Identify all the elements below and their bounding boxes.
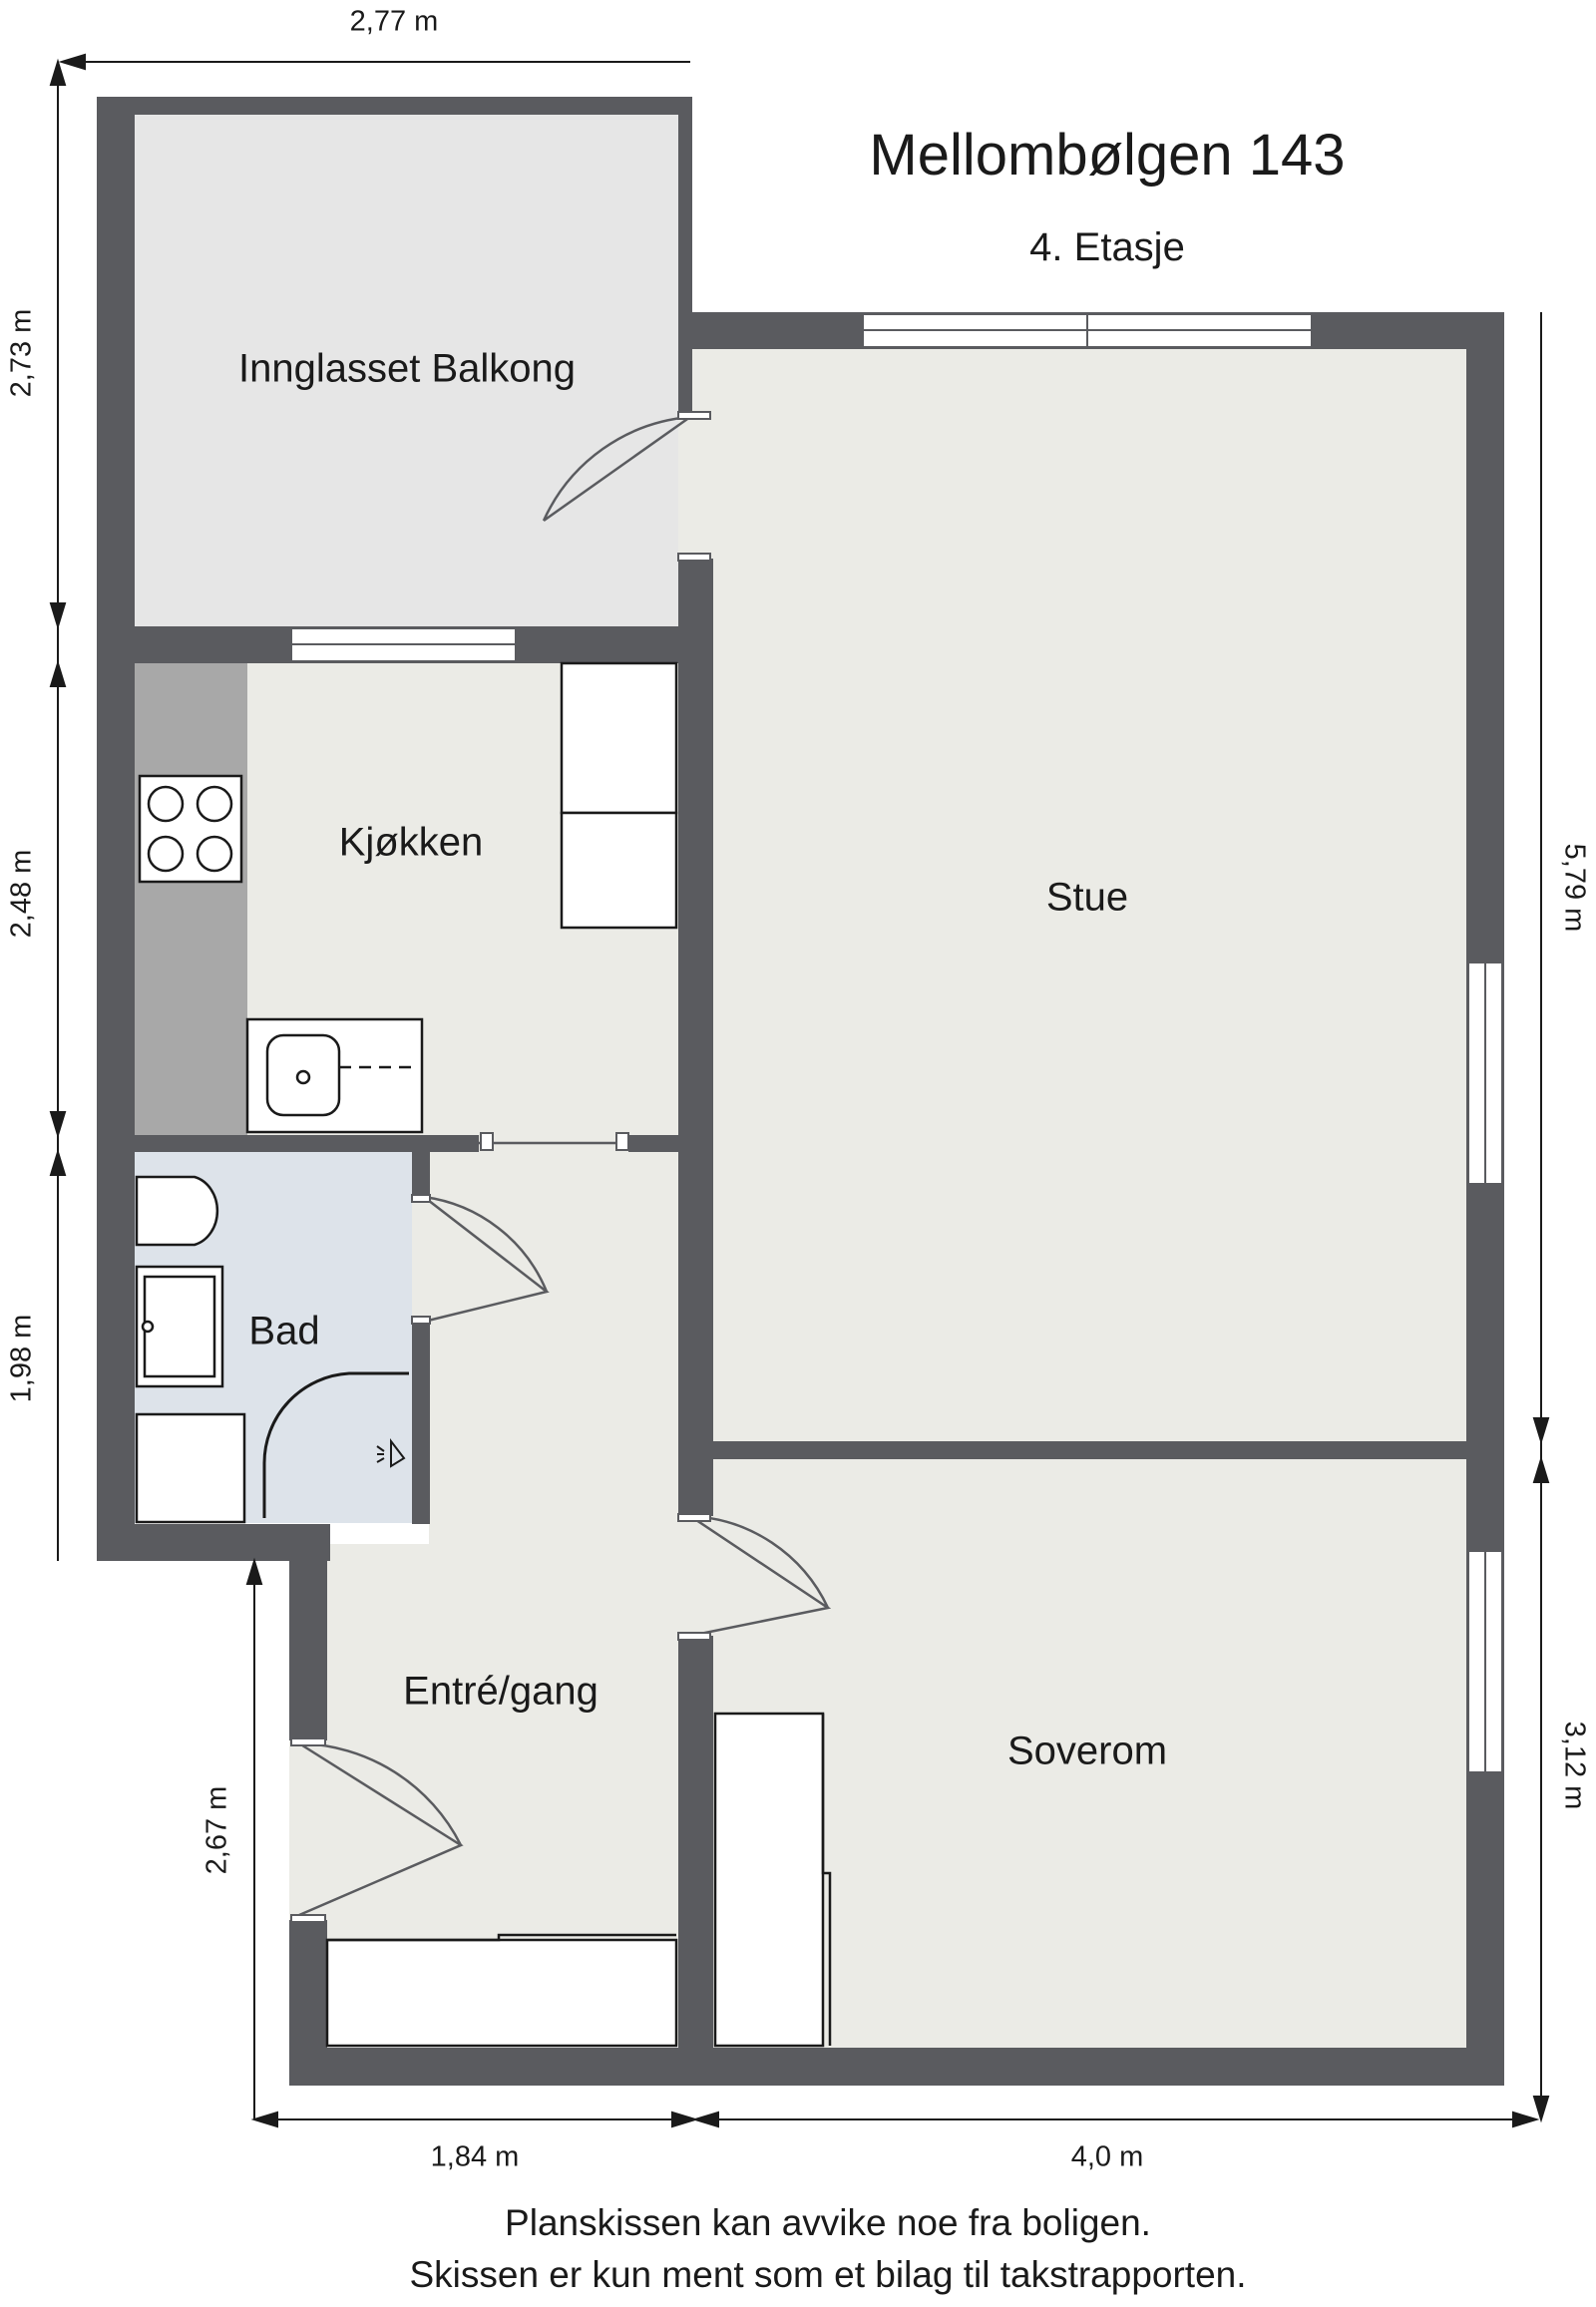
dim-bedroom-height: 3,12 m: [1558, 1721, 1591, 1810]
bath-door: [423, 1195, 550, 1324]
room-label-living: Stue: [1045, 875, 1129, 920]
dim-kitchen-height: 2,48 m: [5, 849, 38, 939]
balcony-floor: [135, 115, 678, 626]
disclaimer-line-2: Skissen er kun ment som et bilag til tak…: [409, 2254, 1247, 2295]
walls: [97, 97, 1504, 2086]
dim-top-width: 2,77 m: [349, 5, 439, 38]
bedroom-floor: [713, 1459, 1466, 2048]
dim-hall-width: 1,84 m: [430, 2140, 520, 2173]
windows: [290, 313, 1503, 1773]
dim-bedroom-width: 4,0 m: [1070, 2140, 1144, 2173]
dim-balcony-height: 2,73 m: [5, 308, 38, 398]
room-label-kitchen: Kjøkken: [338, 820, 484, 865]
balcony-door: [542, 415, 691, 523]
kitchen-counter: [135, 663, 247, 1135]
living-floor: [678, 349, 1466, 1441]
dim-bath-height: 1,98 m: [5, 1314, 38, 1403]
bedroom-door: [689, 1514, 832, 1638]
dimension-lines: [49, 53, 1550, 2128]
page-title: Mellombølgen 143: [869, 123, 1346, 188]
kitchen-fixtures: [138, 661, 678, 1134]
room-label-bedroom: Soverom: [1006, 1729, 1168, 1773]
room-label-balcony: Innglasset Balkong: [237, 346, 577, 391]
wardrobes: [325, 1712, 832, 2048]
shower-icon: [376, 1438, 406, 1468]
room-label-hall: Entré/gang: [403, 1669, 598, 1714]
washer: [135, 1412, 246, 1524]
floor-label: 4. Etasje: [1029, 225, 1185, 269]
dim-living-height: 5,79 m: [1558, 843, 1591, 933]
shower-curtain: [262, 1371, 409, 1518]
dim-hall-height: 2,67 m: [200, 1785, 233, 1875]
toilet: [135, 1175, 219, 1247]
cabinet: [560, 811, 678, 930]
bedroom-wardrobe: [713, 1712, 825, 2048]
disclaimer-line-1: Planskissen kan avvike noe fra boligen.: [505, 2202, 1151, 2243]
fridge: [560, 661, 678, 815]
room-label-bath: Bad: [248, 1309, 320, 1353]
hall-wardrobe: [325, 1938, 678, 2048]
bath-fixtures: [135, 1175, 409, 1524]
